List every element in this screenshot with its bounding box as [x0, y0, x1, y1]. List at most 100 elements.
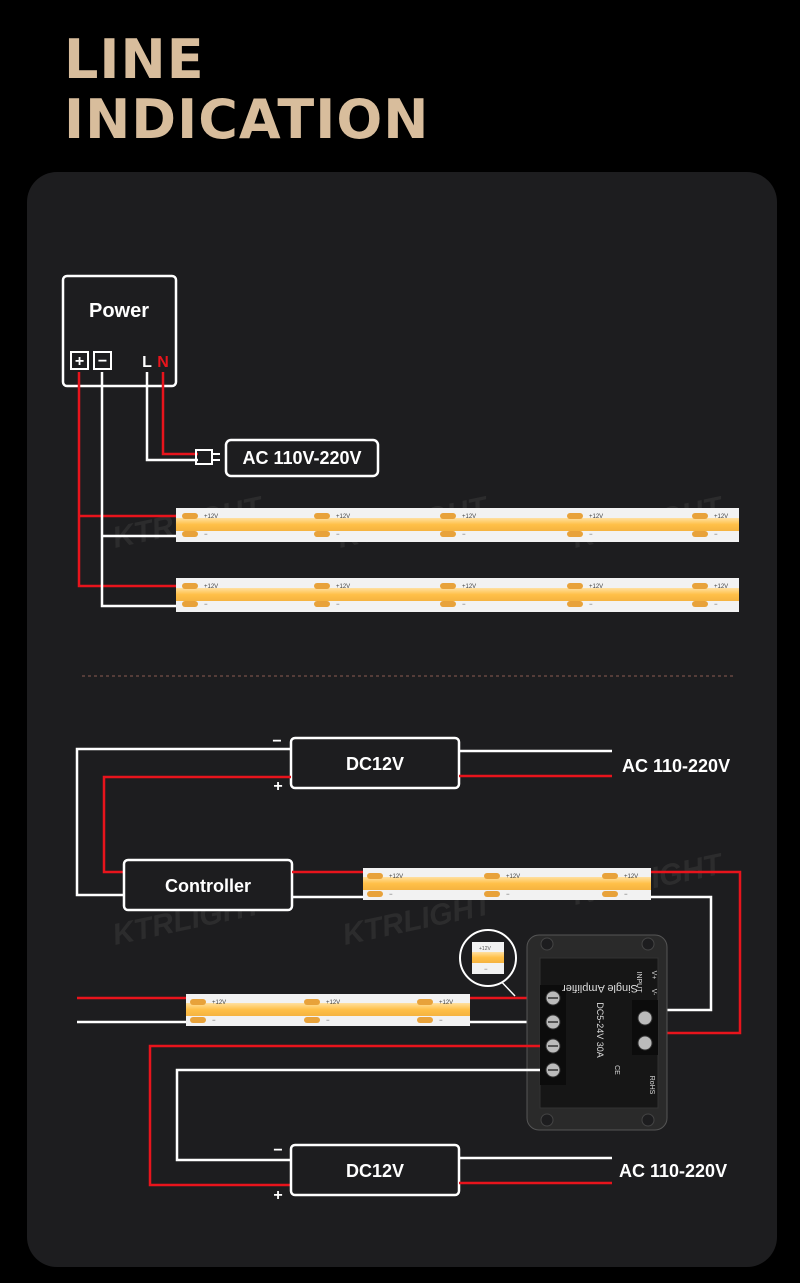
- plus-wire-top: [102, 775, 291, 874]
- amp-input-plus-wire: [651, 870, 742, 1035]
- amp-name-label: Single Amplifier: [562, 982, 638, 994]
- strip-pad-label: −: [589, 532, 593, 538]
- strip-pad-label: −: [462, 602, 466, 608]
- solder-pad: [182, 583, 198, 589]
- dc12v-power-supply-top: [289, 736, 461, 790]
- led-strip: +12V−+12V−+12V−+12V−+12V−: [176, 578, 739, 612]
- solder-pad: [440, 583, 456, 589]
- minus-wire-top: [75, 747, 291, 897]
- solder-pad: [314, 583, 330, 589]
- ac-input-box: [224, 438, 380, 478]
- amp-rohs-label: RoHS: [648, 1076, 655, 1095]
- amp-input-minus-wire: [651, 895, 713, 1012]
- solder-pad: [440, 601, 456, 607]
- strip-pad-label: −: [336, 602, 340, 608]
- solder-pad: [484, 891, 500, 897]
- ac-plug-icon: [195, 449, 213, 465]
- controller-label: Controller: [165, 876, 251, 896]
- amp-vminus-label: V-: [650, 989, 657, 996]
- minus-terminal: [93, 351, 112, 370]
- led-strip: +12V − +12V − +12V −: [363, 868, 651, 900]
- page-title: LINE INDICATION: [64, 30, 429, 150]
- solder-pad: [190, 999, 206, 1005]
- solder-pad: [602, 891, 618, 897]
- solder-pad: [182, 531, 198, 537]
- strip-pad-label: +12V: [714, 584, 728, 590]
- zoom-minus-label: −: [484, 967, 488, 973]
- zoom-plus-label: +12V: [479, 946, 491, 952]
- solder-pad: [602, 873, 618, 879]
- strip-pad-label: +12V: [204, 514, 218, 520]
- minus-sign-bottom: −: [273, 1142, 282, 1159]
- strip-pad-label: +12V: [326, 1000, 340, 1006]
- n-wire: [161, 372, 198, 456]
- strip-pad-label: +12V: [462, 514, 476, 520]
- plus-wire-bottom: [148, 1044, 540, 1187]
- solder-pad: [440, 513, 456, 519]
- strip-pad-label: +12V: [624, 874, 638, 880]
- solder-pad: [417, 999, 433, 1005]
- amp-input-label: INPUT: [635, 972, 642, 994]
- solder-pad: [417, 1017, 433, 1023]
- solder-pad: [692, 531, 708, 537]
- strip-pad-label: −: [589, 602, 593, 608]
- minus-sign-top: −: [272, 733, 281, 750]
- power-supply-box: [61, 274, 178, 388]
- strip-pad-label: +12V: [589, 514, 603, 520]
- strip-pad-label: +12V: [462, 584, 476, 590]
- plus-terminal-label: +: [75, 353, 84, 370]
- strip-pad-label: −: [439, 1018, 443, 1024]
- minus-terminal-label: −: [98, 353, 107, 370]
- plus-wire: [77, 372, 180, 588]
- solder-pad: [304, 1017, 320, 1023]
- amp-ce-label: CE: [613, 1065, 620, 1075]
- strip-pad-label: −: [389, 892, 393, 898]
- power-label: Power: [89, 300, 149, 322]
- strip-pad-label: −: [212, 1018, 216, 1024]
- controller-box: [122, 858, 294, 912]
- strip-pad-label: −: [714, 602, 718, 608]
- plus-sign-top: +: [273, 778, 282, 795]
- amp-vplus-label: V+: [650, 971, 657, 980]
- l-terminal-label: L: [142, 354, 152, 371]
- solder-pad: [440, 531, 456, 537]
- led-strip: +12V−+12V−+12V−+12V−+12V−: [176, 508, 739, 542]
- plus-terminal: [70, 351, 89, 370]
- strip-pad-label: −: [462, 532, 466, 538]
- solder-pad: [567, 601, 583, 607]
- l-wire: [145, 372, 198, 462]
- dc12v-label-bottom: DC12V: [346, 1161, 404, 1181]
- strip-pad-label: +12V: [336, 514, 350, 520]
- strip-pad-label: −: [506, 892, 510, 898]
- solder-pad: [367, 873, 383, 879]
- plus-sign-bottom: +: [273, 1187, 282, 1204]
- ac-input-label: AC 110V-220V: [242, 448, 361, 468]
- solder-pad: [567, 513, 583, 519]
- strip-pad-label: +12V: [589, 584, 603, 590]
- minus-wire-bottom: [175, 1068, 540, 1162]
- solder-pad: [367, 891, 383, 897]
- title-line-2: INDICATION: [64, 88, 430, 151]
- strip-pad-label: +12V: [336, 584, 350, 590]
- strip-zoom-callout: +12V −: [459, 929, 517, 997]
- solder-pad: [304, 999, 320, 1005]
- strip-pad-label: −: [326, 1018, 330, 1024]
- title-line-1: LINE: [64, 28, 205, 91]
- led-strip: +12V−+12V−+12V−: [186, 994, 470, 1026]
- solder-pad: [692, 601, 708, 607]
- strip-pad-label: −: [624, 892, 628, 898]
- strip-pad-label: +12V: [506, 874, 520, 880]
- solder-pad: [190, 1017, 206, 1023]
- strip-pad-label: +12V: [389, 874, 403, 880]
- solder-pad: [567, 531, 583, 537]
- strip-pad-label: +12V: [204, 584, 218, 590]
- solder-pad: [314, 513, 330, 519]
- solder-pad: [314, 601, 330, 607]
- solder-pad: [567, 583, 583, 589]
- solder-pad: [314, 531, 330, 537]
- strip-pad-label: −: [336, 532, 340, 538]
- solder-pad: [484, 873, 500, 879]
- strip-pad-label: −: [204, 532, 208, 538]
- strip-pad-label: +12V: [212, 1000, 226, 1006]
